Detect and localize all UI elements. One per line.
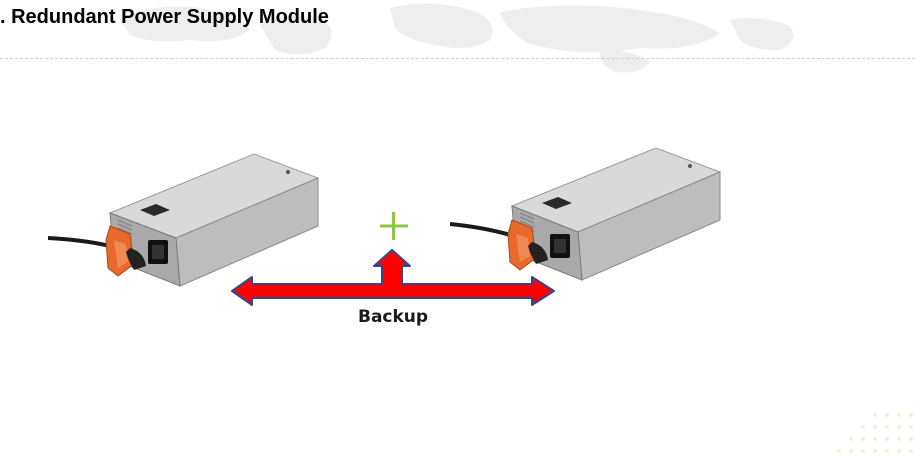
world-map-watermark: [120, 3, 794, 73]
title-divider: [0, 58, 915, 59]
power-supply-icon: [450, 147, 722, 281]
backup-label: Backup: [358, 307, 429, 327]
decorative-dots: [837, 413, 913, 453]
slide-title: . Redundant Power Supply Module: [0, 6, 329, 28]
plus-icon: [380, 212, 408, 240]
power-supply-icon: [48, 153, 320, 287]
double-arrow-icon: [231, 249, 555, 306]
